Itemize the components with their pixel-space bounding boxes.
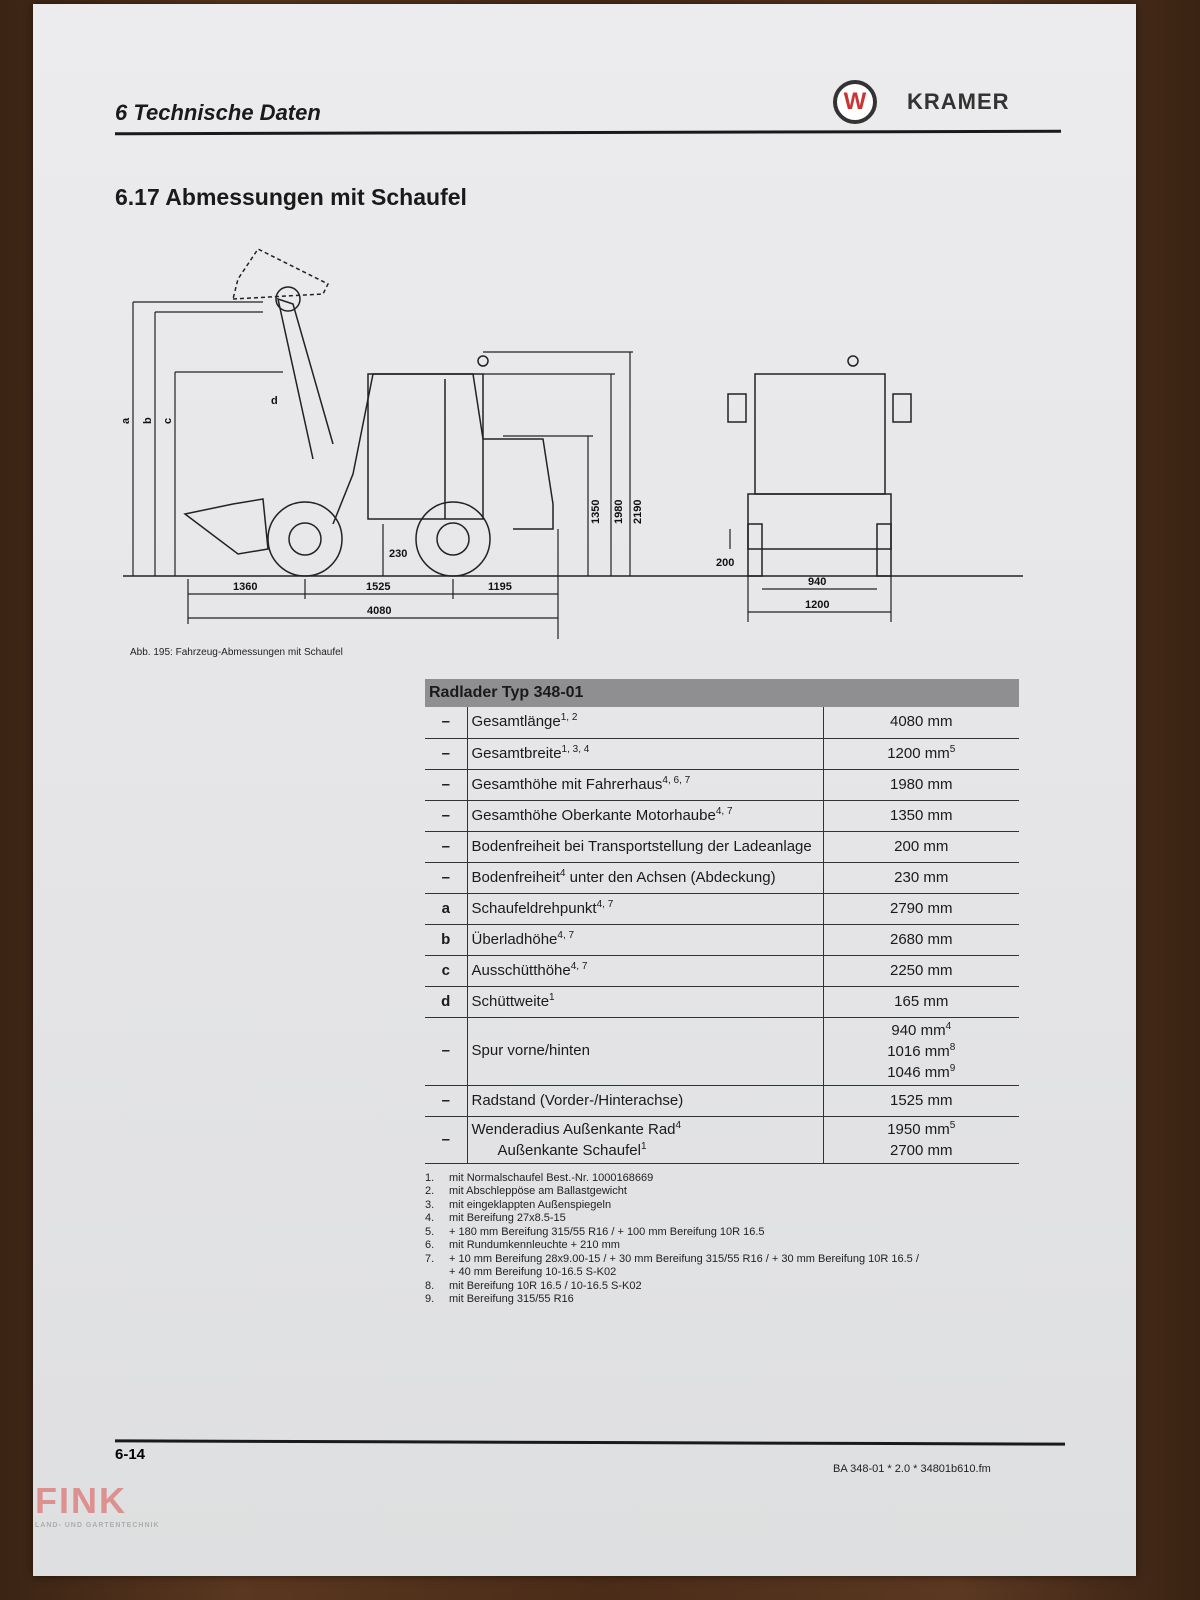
row-key: –	[425, 707, 468, 739]
row-value: 165 mm	[822, 986, 1019, 1018]
dim-rear-overhang: 1195	[488, 581, 512, 593]
row-label: Gesamthöhe Oberkante Motorhaube4, 7	[467, 800, 823, 832]
kramer-logo: W KRAMER	[833, 80, 1010, 124]
table-title: Radlader Typ 348-01	[425, 679, 1019, 707]
row-value: 230 mm	[822, 862, 1019, 894]
label-b: b	[142, 417, 154, 424]
row-key: b	[425, 924, 468, 956]
row-value: 2790 mm	[822, 893, 1019, 925]
footnote: 8.mit Bereifung 10R 16.5 / 10-16.5 S-K02	[425, 1279, 642, 1292]
row-key: –	[425, 862, 468, 894]
footnote: 7.+ 10 mm Bereifung 28x9.00-15 / + 30 mm…	[425, 1252, 919, 1279]
label-a: a	[120, 417, 132, 424]
section-title: 6.17 Abmessungen mit Schaufel	[115, 184, 467, 210]
row-label: Gesamtlänge1, 2	[467, 707, 823, 739]
dim-front-overhang: 1360	[233, 581, 257, 593]
dim-hood-height: 1350	[590, 500, 602, 524]
chapter-title: 6 Technische Daten	[115, 100, 321, 125]
document-page: 6 Technische Daten W KRAMER 6.17 Abmessu…	[33, 4, 1136, 1576]
footnote: 9.mit Bereifung 315/55 R16	[425, 1293, 574, 1305]
dim-clearance-front: 200	[716, 557, 734, 569]
row-label: Bodenfreiheit bei Transportstellung der …	[467, 831, 823, 863]
row-label: Schaufeldrehpunkt4, 7	[467, 893, 823, 925]
row-value: 1350 mm	[822, 800, 1019, 832]
figure-caption: Abb. 195: Fahrzeug-Abmessungen mit Schau…	[130, 647, 343, 658]
row-label: Überladhöhe4, 7	[467, 924, 823, 956]
row-key: –	[425, 769, 468, 801]
dim-wheelbase: 1525	[366, 581, 390, 593]
row-label: Schüttweite1	[467, 986, 823, 1018]
page-number: 6-14	[115, 1446, 146, 1463]
table-row: –Bodenfreiheit bei Transportstellung der…	[425, 831, 1019, 863]
footnote: 3.mit eingeklappten Außenspiegeln	[425, 1198, 612, 1211]
logo-emblem-icon: W	[833, 80, 877, 124]
row-label: Gesamtbreite1, 3, 4	[467, 738, 823, 770]
row-value: 1200 mm5	[822, 738, 1019, 770]
row-key: –	[425, 738, 468, 770]
row-key: –	[425, 800, 468, 832]
dim-cab-height: 1980	[613, 500, 625, 524]
footnote: 6.mit Rundumkennleuchte + 210 mm	[425, 1239, 620, 1251]
footnote: 1.mit Normalschaufel Best.-Nr. 100016866…	[425, 1171, 654, 1184]
row-value: 2250 mm	[822, 955, 1019, 987]
footnote: 5.+ 180 mm Bereifung 315/55 R16 / + 100 …	[425, 1225, 765, 1238]
dim-beacon-height: 2190	[632, 500, 644, 524]
table-row: –Spur vorne/hinten 940 mm4 1016 mm8 1046…	[425, 1017, 1019, 1086]
table-row: –Radstand (Vorder-/Hinterachse)1525 mm	[425, 1085, 1019, 1117]
brand-name: KRAMER	[907, 89, 1010, 114]
dim-clearance-axle: 230	[389, 548, 407, 560]
header-rule	[114, 129, 1062, 136]
dim-width: 1200	[805, 599, 829, 611]
spur-values: 940 mm4 1016 mm8 1046 mm9	[822, 1017, 1019, 1086]
dimension-drawing: a b c d 1360 1525 1195 4080 230 1350 198…	[120, 248, 1023, 639]
dim-length: 4080	[367, 605, 391, 617]
footnote: 2.mit Abschleppöse am Ballastgewicht	[425, 1185, 627, 1197]
label-c: c	[162, 418, 174, 424]
row-key: c	[425, 955, 468, 987]
table-row: –Bodenfreiheit4 unter den Achsen (Abdeck…	[425, 862, 1019, 894]
row-label: Gesamthöhe mit Fahrerhaus4, 6, 7	[467, 769, 823, 801]
label-d: d	[271, 395, 278, 407]
row-value: 2680 mm	[822, 924, 1019, 956]
footnotes: 1.mit Normalschaufel Best.-Nr. 100016866…	[425, 1172, 1019, 1307]
footnote: 4.mit Bereifung 27x8.5-15	[425, 1212, 566, 1224]
dim-track: 940	[808, 576, 826, 588]
document-id: BA 348-01 * 2.0 * 34801b610.fm	[833, 1463, 991, 1475]
row-key: d	[425, 986, 468, 1018]
row-value: 1980 mm	[822, 769, 1019, 801]
row-key: –	[425, 831, 468, 863]
row-label: Ausschütthöhe4, 7	[467, 955, 823, 987]
row-value: 200 mm	[822, 831, 1019, 863]
row-value: 4080 mm	[822, 707, 1019, 739]
footer-rule	[114, 1439, 1066, 1446]
row-label: Bodenfreiheit4 unter den Achsen (Abdecku…	[467, 862, 823, 894]
row-key: a	[425, 893, 468, 925]
